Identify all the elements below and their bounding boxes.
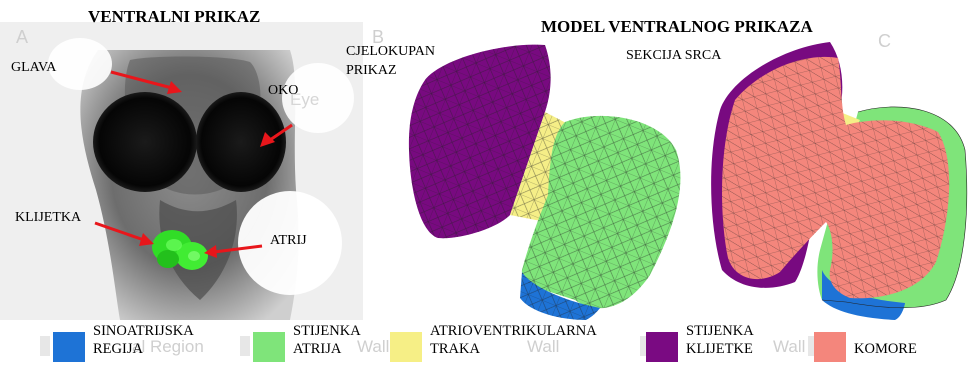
- legend-label-line-1: SINOATRIJSKA: [93, 322, 194, 340]
- label-whole-view-line-1: CJELOKUPAN: [346, 43, 435, 60]
- legend-swatch-sinoatrial-region: [53, 332, 85, 362]
- legend-label-line-1: ATRIOVENTRIKULARNA: [430, 322, 597, 340]
- label-head: GLAVA: [11, 59, 56, 76]
- legend-label-line-1: KOMORE: [854, 340, 917, 358]
- legend-label: SINOATRIJSKA REGIJA: [93, 322, 194, 358]
- legend-swatch-atrial-wall: [253, 332, 285, 362]
- label-atrium: ATRIJ: [270, 232, 307, 249]
- heading-ventral-view: VENTRALNI PRIKAZ: [88, 7, 260, 27]
- heart-model-whole: [409, 45, 681, 320]
- legend-label: STIJENKA KLIJETKE: [686, 322, 754, 358]
- ghost-wall-1: Wall: [357, 337, 389, 357]
- legend-label-line-2: TRAKA: [430, 340, 597, 358]
- legend-label-line-1: STIJENKA: [686, 322, 754, 340]
- label-eye: OKO: [268, 82, 298, 99]
- legend-label: STIJENKA ATRIJA: [293, 322, 361, 358]
- legend-label: ATRIOVENTRIKULARNA TRAKA: [430, 322, 597, 358]
- legend-label-line-2: ATRIJA: [293, 340, 361, 358]
- ghost-panel-c: C: [878, 31, 891, 52]
- left-eye: [93, 92, 197, 192]
- label-heart-section: SEKCIJA SRCA: [626, 47, 721, 64]
- ghost-panel-a: A: [16, 27, 28, 48]
- legend-label-line-2: KLIJETKE: [686, 340, 754, 358]
- ghost-wall-3: Wall: [773, 337, 805, 357]
- label-whole-view-line-2: PRIKAZ: [346, 62, 397, 79]
- legend-label: KOMORE: [854, 340, 917, 358]
- legend-label-line-2: REGIJA: [93, 340, 194, 358]
- legend-swatch-ventricle-wall: [646, 332, 678, 362]
- legend-swatch-chambers: [814, 332, 846, 362]
- legend-label-line-1: STIJENKA: [293, 322, 361, 340]
- label-ventricle: KLIJETKA: [15, 209, 81, 226]
- heading-model-ventral-view: MODEL VENTRALNOG PRIKAZA: [541, 17, 813, 37]
- heart-model-section: [711, 42, 967, 320]
- legend-swatch-av-band: [390, 332, 422, 362]
